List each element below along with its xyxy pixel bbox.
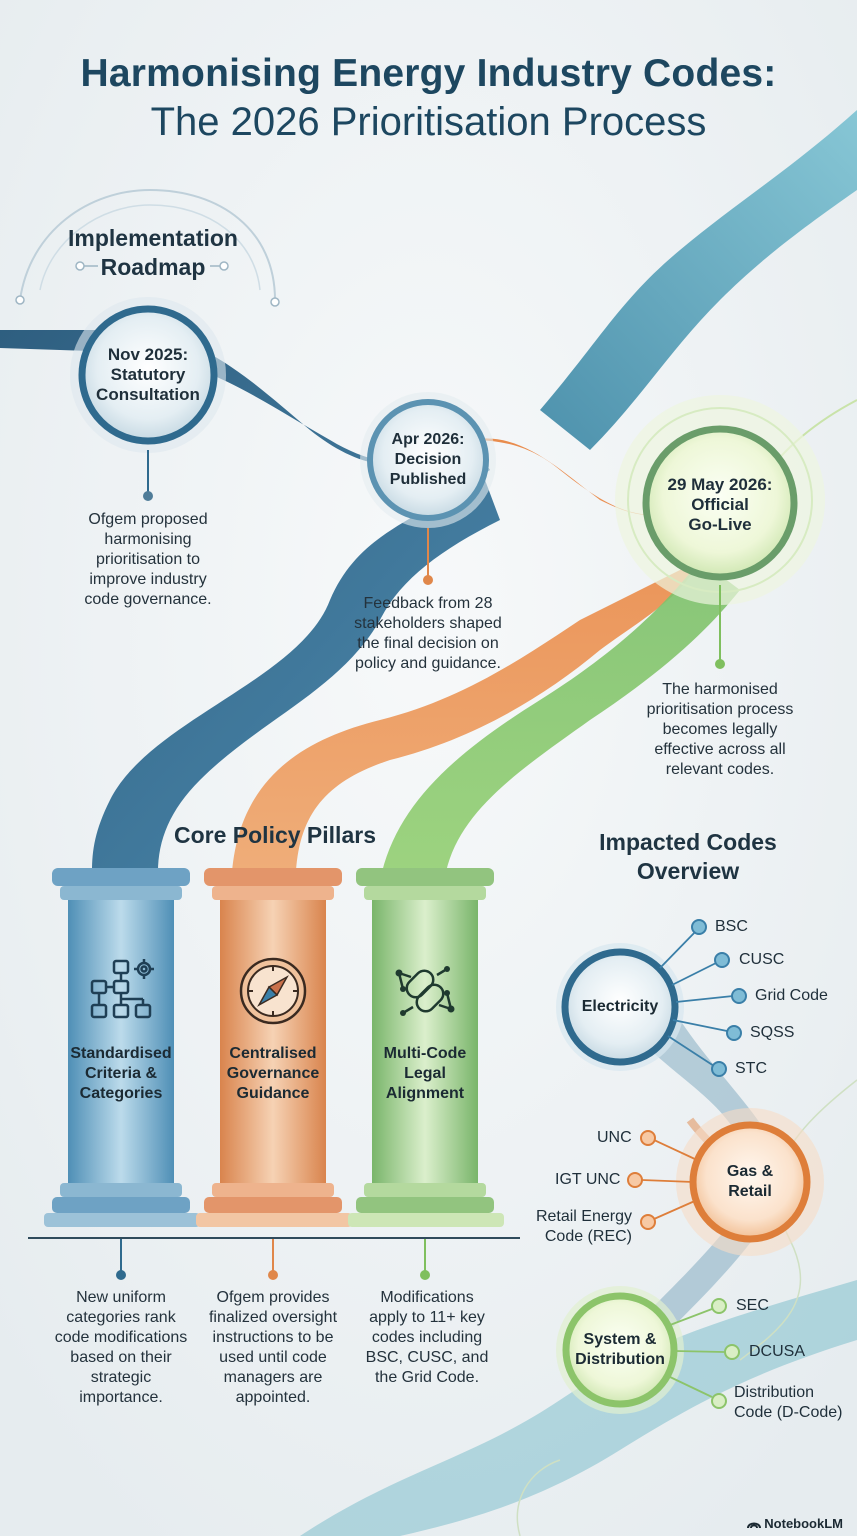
pillar-blue-shape [44, 868, 200, 1227]
hub-electricity: Electricity [581, 998, 659, 1015]
network-chain-icon [395, 966, 455, 1016]
code-igt-unc: IGT UNC [555, 1171, 621, 1188]
milestone-label-line: Published [389, 471, 467, 488]
milestone-note-nov-2025: Ofgem proposed harmonising prioritisatio… [84, 511, 212, 608]
milestone-label-line: Apr 2026: [391, 431, 465, 448]
milestone-label-line: Statutory [110, 365, 186, 384]
code-sqss: SQSS [750, 1024, 795, 1041]
pillar-label-multi-code: Multi-Code Legal Alignment [383, 1045, 467, 1102]
pillar-note-centralised: Ofgem provides finalized oversight instr… [208, 1289, 338, 1406]
hub-gas-retail: Gas & Retail [726, 1163, 774, 1200]
milestone-note-apr-2026: Feedback from 28 stakeholders shaped the… [354, 595, 502, 672]
code-bsc: BSC [715, 918, 748, 935]
notebooklm-logo-icon [747, 1522, 762, 1529]
codes-title: Impacted Codes Overview [599, 829, 777, 884]
compass-icon [239, 957, 307, 1025]
pillar-orange-shape [196, 868, 352, 1227]
flowchart-gear-icon [90, 959, 154, 1019]
pillar-green-shape [348, 868, 504, 1227]
code-grid-code: Grid Code [755, 987, 828, 1004]
code-distribution-code: Distribution Code (D-Code) [734, 1384, 843, 1421]
pillar-note-multi-code: Modifications apply to 11+ key codes inc… [365, 1289, 489, 1386]
page-subtitle: The 2026 Prioritisation Process [150, 100, 707, 144]
milestone-label-line: Nov 2025: [107, 345, 189, 364]
pillar-note-standardised: New uniform categories rank code modific… [54, 1289, 188, 1406]
code-sec: SEC [736, 1297, 769, 1314]
milestone-label-line: Consultation [96, 385, 200, 404]
code-dcusa: DCUSA [749, 1343, 806, 1360]
code-rec: Retail Energy Code (REC) [535, 1208, 632, 1245]
milestone-label-line: Decision [394, 451, 462, 468]
roadmap-title: Implementation Roadmap [68, 225, 238, 280]
milestone-may-2026: 29 May 2026: Official Go-Live [655, 440, 785, 570]
code-cusc: CUSC [739, 951, 785, 968]
milestone-label-line: 29 May 2026: [667, 475, 773, 494]
pillar-label-centralised: Centralised Governance Guidance [226, 1045, 320, 1102]
pillars-title: Core Policy Pillars [174, 822, 376, 848]
milestone-nov-2025: Nov 2025: Statutory Consultation [92, 319, 204, 431]
notebooklm-brand: NotebookLM [747, 1516, 843, 1531]
pillar-label-standardised: Standardised Criteria & Categories [70, 1045, 172, 1102]
milestone-apr-2026: Apr 2026: Decision Published [378, 410, 478, 510]
code-stc: STC [735, 1060, 767, 1077]
milestone-label-line: Go-Live [688, 515, 752, 534]
code-unc: UNC [597, 1129, 632, 1146]
milestone-label-line: Official [691, 495, 749, 514]
page-title: Harmonising Energy Industry Codes: [80, 52, 777, 95]
milestone-note-may-2026: The harmonised prioritisation process be… [646, 681, 794, 778]
hub-system-distribution: System & Distribution [575, 1331, 665, 1368]
